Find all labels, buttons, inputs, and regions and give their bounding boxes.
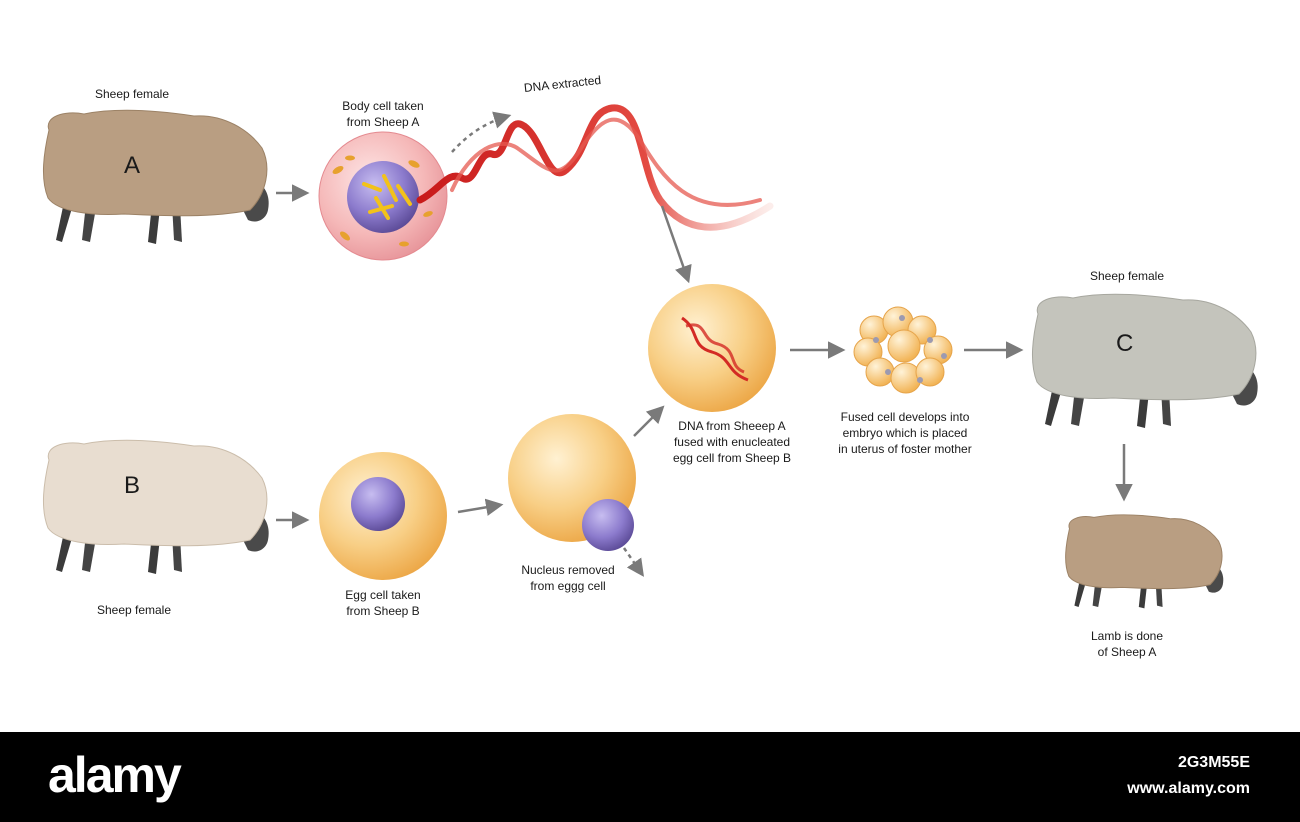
- site-url: www.alamy.com: [1127, 780, 1250, 797]
- sheep-c-label: Sheep female: [1089, 269, 1165, 283]
- fused-dna: [681, 316, 749, 382]
- sheep-a-letter: A: [124, 152, 141, 179]
- sheep-c-wool: [1031, 293, 1257, 401]
- sheep-c-letter: C: [1116, 330, 1134, 357]
- body-cell-label: Body cell taken from Sheep A: [313, 98, 453, 130]
- embryo-label: Fused cell develops into embryo which is…: [815, 409, 995, 457]
- fused-cell: [648, 284, 776, 412]
- sheep-c: [1031, 293, 1258, 428]
- lamb: [1065, 514, 1224, 609]
- embryo-label-line-1: Fused cell develops into: [840, 410, 970, 424]
- body-cell: [318, 131, 448, 261]
- arrow-dna-extracted: [451, 111, 512, 153]
- dna-fused-label-line-3: egg cell from Sheep B: [672, 451, 792, 465]
- sheep-a-wool: [42, 109, 268, 217]
- sheep-b-wool: [42, 439, 268, 547]
- body-cell-label-line-1: Body cell taken: [342, 99, 424, 113]
- enucleated-egg: [508, 414, 636, 551]
- dna-fused-label-line-2: fused with enucleated: [673, 435, 791, 449]
- sheep-b: [42, 439, 269, 574]
- nucleus-removed-label-line-2: from eggg cell: [530, 579, 606, 593]
- lamb-label-line-2: of Sheep A: [1097, 645, 1157, 659]
- sheep-a: [42, 109, 269, 244]
- body-cell-label-line-2: from Sheep A: [346, 115, 420, 129]
- egg-cell-label-line-2: from Sheep B: [346, 604, 420, 618]
- sheep-a-label: Sheep female: [94, 87, 170, 101]
- egg-cell-label: Egg cell taken from Sheep B: [313, 587, 453, 619]
- embryo: [853, 306, 953, 394]
- arrow-egg-to-enucleated: [457, 498, 504, 516]
- diagram-canvas: [42, 104, 1258, 609]
- body-cell-nucleus: [347, 161, 419, 233]
- egg-cell: [319, 452, 447, 580]
- embryo-label-line-2: embryo which is placed: [842, 426, 968, 440]
- cloning-diagram: Sheep female A Body cell taken from Shee…: [42, 73, 1258, 660]
- image-id: 2G3M55E: [1177, 754, 1250, 771]
- dna-fused-label: DNA from Sheeep A fused with enucleated …: [652, 418, 812, 466]
- lamb-wool: [1065, 514, 1223, 590]
- dna-fused-label-line-1: DNA from Sheeep A: [678, 419, 786, 433]
- embryo-label-line-3: in uterus of foster mother: [838, 442, 972, 456]
- removed-nucleus: [582, 499, 634, 551]
- arrows: [276, 111, 1133, 577]
- sheep-b-letter: B: [124, 472, 141, 499]
- sheep-b-label: Sheep female: [96, 603, 172, 617]
- lamb-label: Lamb is done of Sheep A: [1067, 628, 1187, 660]
- arrow-enucleated-to-fused: [633, 405, 665, 437]
- lamb-label-line-1: Lamb is done: [1090, 629, 1164, 643]
- alamy-logo: alamy: [48, 747, 182, 803]
- egg-cell-label-line-1: Egg cell taken: [345, 588, 421, 602]
- watermark-footer: alamy 2G3M55E www.alamy.com: [0, 732, 1300, 822]
- dna-ribbon: [416, 104, 774, 231]
- organelles: [332, 155, 433, 247]
- egg-cell-nucleus: [351, 477, 405, 531]
- nucleus-removed-label: Nucleus removed from eggg cell: [498, 562, 638, 594]
- nucleus-removed-label-line-1: Nucleus removed: [521, 563, 615, 577]
- arrow-dna-to-fused: [660, 205, 692, 284]
- arrow-nucleus-removed: [622, 547, 644, 577]
- chromosomes: [362, 174, 412, 220]
